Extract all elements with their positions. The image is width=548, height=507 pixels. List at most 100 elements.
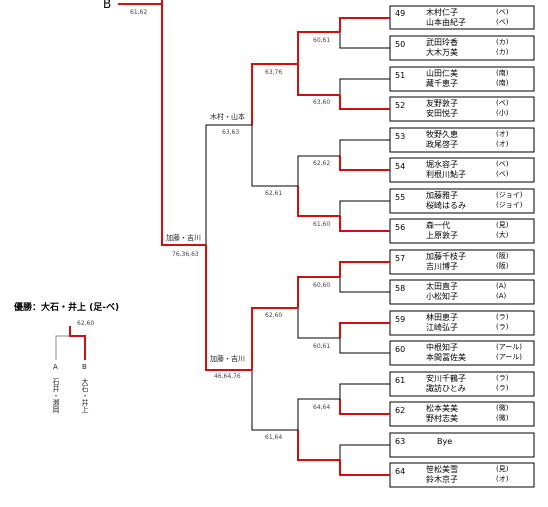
entry-number: 54 bbox=[395, 162, 406, 171]
entry-team: (オ) bbox=[496, 475, 509, 483]
entry-player: 山田仁美 bbox=[426, 69, 458, 78]
entry-player: 森一代 bbox=[426, 221, 450, 230]
entry-player: 武田玲香 bbox=[426, 38, 458, 47]
entry-player: 山本由紀子 bbox=[426, 18, 466, 27]
entry-player: 桜崎はるみ bbox=[426, 201, 466, 210]
final-lines bbox=[55, 326, 86, 360]
top-score: 61,62 bbox=[130, 9, 148, 16]
entry-number: 62 bbox=[395, 406, 406, 415]
semi-bottom-score: 46,64,76 bbox=[214, 373, 241, 380]
entry-player: 笹松美雪 bbox=[426, 465, 458, 474]
semi-bottom-winner: 加藤・吉川 bbox=[210, 355, 245, 363]
entry-team: (アール) bbox=[496, 343, 523, 351]
top-block-label: B bbox=[103, 0, 112, 11]
entry-number: 61 bbox=[395, 376, 406, 385]
entry-number: 59 bbox=[395, 315, 406, 324]
entry-team: (ジョイ) bbox=[496, 191, 523, 199]
entry-player: 小松知子 bbox=[426, 292, 458, 301]
entry-number: 52 bbox=[395, 101, 406, 110]
entry-player: 利根川鮎子 bbox=[426, 170, 466, 179]
entry-team: (アール) bbox=[496, 353, 523, 361]
qf-top-score: 63,63 bbox=[222, 129, 240, 136]
r2-score: 63,60 bbox=[313, 99, 331, 106]
champion-title: 優勝：大石・井上 (足-ベ) bbox=[14, 303, 120, 313]
entry-player: 松本美美 bbox=[426, 404, 458, 413]
qf-top-winner: 木村・山本 bbox=[210, 113, 245, 121]
entry-team: (ベ) bbox=[496, 170, 509, 178]
entry-player: 安田悦子 bbox=[426, 109, 458, 118]
entry-player: 吉川博子 bbox=[426, 262, 458, 271]
round2-lines bbox=[297, 31, 340, 461]
entry-team: (ラ) bbox=[496, 374, 509, 382]
r2-score: 64,64 bbox=[313, 404, 331, 411]
entry-team: (ラ) bbox=[496, 313, 509, 321]
entry-team: (小) bbox=[496, 109, 509, 117]
final-left-label: A bbox=[53, 363, 58, 371]
entry-player: 諏訪ひとみ bbox=[426, 384, 466, 393]
r3-score: 61,64 bbox=[265, 434, 283, 441]
entry-team: (見) bbox=[496, 221, 509, 229]
entry-player: Bye bbox=[437, 437, 453, 446]
entry-number: 57 bbox=[395, 254, 406, 263]
entry-player: 木村仁子 bbox=[426, 8, 458, 17]
entry-team: (ラ) bbox=[496, 384, 509, 392]
final-right-label: B bbox=[82, 363, 87, 371]
entry-team: (阪) bbox=[496, 252, 509, 260]
entry-number: 63 bbox=[395, 437, 406, 446]
final-left-names: 石井・瀬岡 bbox=[52, 378, 60, 413]
semi-top-winner: 加藤・吉川 bbox=[166, 234, 201, 242]
r2-score: 60,61 bbox=[313, 37, 331, 44]
entry-player: 大木万美 bbox=[426, 48, 458, 57]
r2-score: 60,60 bbox=[313, 282, 331, 289]
r3-score: 63,76 bbox=[265, 69, 283, 76]
r2-score: 60,61 bbox=[313, 343, 331, 350]
entry-team: (ジョイ) bbox=[496, 201, 523, 209]
entry-player: 林田恵子 bbox=[426, 313, 458, 322]
entry-team: (南) bbox=[496, 79, 509, 87]
entry-number: 50 bbox=[395, 40, 406, 49]
entry-number: 64 bbox=[395, 467, 406, 476]
entry-number: 49 bbox=[395, 9, 406, 18]
entry-player: 江崎弘子 bbox=[426, 323, 458, 332]
final-right-names: 大石・井上 bbox=[81, 378, 89, 413]
round4-lines bbox=[118, 0, 252, 371]
r2-score: 61,60 bbox=[313, 221, 331, 228]
entry-player: 加藤千枝子 bbox=[426, 252, 466, 261]
entry-team: (南) bbox=[496, 69, 509, 77]
entry-number: 55 bbox=[395, 193, 406, 202]
semi-top-score: 76,36,63 bbox=[172, 251, 199, 258]
entry-team: (ベ) bbox=[496, 8, 509, 16]
entry-player: 中根知子 bbox=[426, 343, 458, 352]
entry-team: (ラ) bbox=[496, 323, 509, 331]
entry-team: (A) bbox=[496, 292, 507, 300]
entry-player: 加藤雅子 bbox=[426, 191, 458, 200]
entry-team: (A) bbox=[496, 282, 507, 290]
entry-player: 本間冨佐美 bbox=[426, 353, 466, 362]
entry-player: 牧野久恵 bbox=[426, 130, 458, 139]
entry-number: 56 bbox=[395, 223, 406, 232]
entry-team: (見) bbox=[496, 465, 509, 473]
entry-number: 51 bbox=[395, 71, 406, 80]
entry-player: 藏千恵子 bbox=[426, 79, 458, 88]
r2-score: 62,62 bbox=[313, 160, 331, 167]
round3-lines bbox=[251, 63, 298, 431]
entry-player: 太田直子 bbox=[426, 282, 458, 291]
entry-team: (ベ) bbox=[496, 160, 509, 168]
entry-team: (オ) bbox=[496, 140, 509, 148]
r3-score: 62,61 bbox=[265, 190, 283, 197]
entry-team: (阪) bbox=[496, 262, 509, 270]
entry-player: 堀水容子 bbox=[426, 160, 458, 169]
entry-team: (大) bbox=[496, 231, 509, 239]
entry-team: (微) bbox=[496, 404, 509, 412]
entry-number: 60 bbox=[395, 345, 406, 354]
final-score: 62,60 bbox=[77, 320, 95, 327]
entry-team: (ベ) bbox=[496, 18, 509, 26]
round1-lines bbox=[339, 17, 390, 476]
entry-player: 安川千鶴子 bbox=[426, 374, 466, 383]
entry-team: (ベ) bbox=[496, 99, 509, 107]
entry-team: (カ) bbox=[496, 38, 509, 46]
entry-number: 53 bbox=[395, 132, 406, 141]
entry-team: (オ) bbox=[496, 130, 509, 138]
entry-player: 政尾啓子 bbox=[426, 140, 458, 149]
